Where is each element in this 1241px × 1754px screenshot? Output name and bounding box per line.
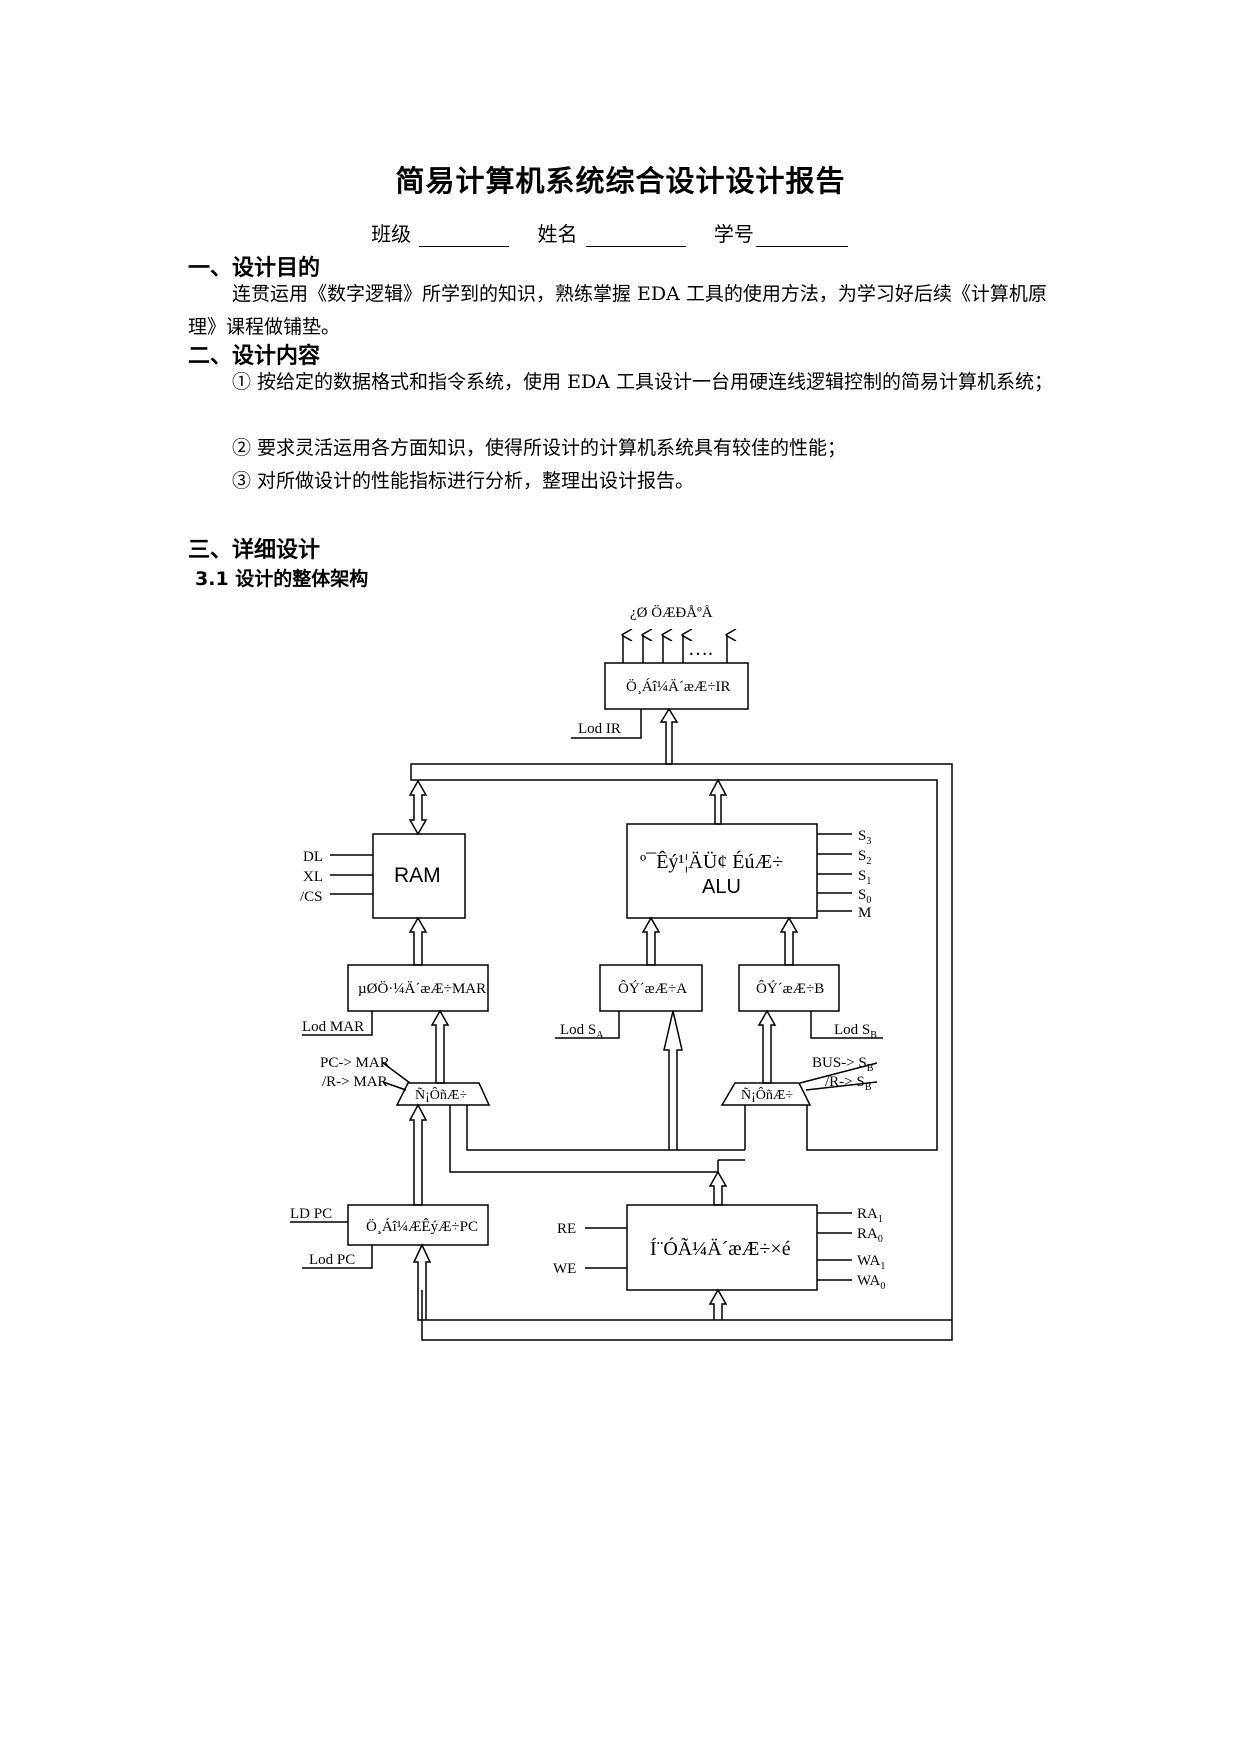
section2-item-1: ① 按给定的数据格式和指令系统，使用 EDA 工具设计一台用硬连线逻辑控制的简易…: [232, 371, 1053, 393]
regfile-label: Í¨ÓÃ¼Ä´æÆ÷×é: [650, 1236, 791, 1260]
control-signal-label: ¿Ø ÖÆÐÅºÅ: [630, 604, 713, 621]
ram-label: RAM: [394, 864, 441, 887]
lod-mar-label: Lod MAR: [302, 1019, 364, 1035]
mux-left-label: Ñ¡ÔñÆ÷: [415, 1086, 467, 1103]
s2-label: S2: [858, 848, 871, 867]
ra1-label: RA1: [857, 1206, 883, 1225]
alu-box: [626, 823, 818, 919]
mux-left-in-pc: PC-> MAR: [320, 1055, 390, 1071]
lod-sa-label: Lod SA: [560, 1022, 604, 1041]
section3-subheading: 3.1 设计的整体架构: [195, 568, 369, 590]
lod-sb-label: Lod SB: [834, 1022, 877, 1041]
ram-in-dl: DL: [303, 849, 323, 865]
section2-heading: 二、设计内容: [188, 344, 321, 369]
wa1-label: WA1: [857, 1253, 885, 1272]
s0-label: S0: [858, 887, 871, 906]
alu-label-2: ALU: [702, 876, 741, 898]
mux-right-in-bus: BUS-> SB: [812, 1055, 874, 1074]
student-info-line: 班级 姓名 学号: [0, 218, 1241, 247]
reg-a-label: ÔÝ´æÆ÷A: [618, 980, 687, 997]
report-title: 简易计算机系统综合设计设计报告: [395, 164, 846, 198]
mux-right-label: Ñ¡ÔñÆ÷: [741, 1086, 793, 1103]
section3-heading: 三、详细设计: [188, 538, 321, 563]
lod-ir-label: Lod IR: [578, 721, 621, 737]
alu-label-1: º¯Êý¹¦ÄÜ¢ ÉúÆ÷: [640, 850, 783, 873]
mux-left-shape: [395, 1082, 491, 1106]
ir-box: [604, 662, 749, 710]
id-blank: [755, 226, 848, 247]
s3-label: S3: [858, 828, 871, 847]
mar-label: µØÖ·¼Ä´æÆ÷MAR: [358, 980, 486, 997]
m-label: M: [858, 905, 871, 921]
mux-right-shape: [720, 1082, 812, 1106]
dots: ….: [688, 638, 713, 660]
section1-text: 连贯运用《数字逻辑》所学到的知识，熟练掌握 EDA 工具的使用方法，为学习好后续…: [188, 283, 1047, 338]
section2-item-3: ③ 对所做设计的性能指标进行分析，整理出设计报告。: [232, 470, 695, 492]
lod-pc-label: Lod PC: [309, 1252, 355, 1268]
wa0-label: WA0: [857, 1273, 885, 1292]
mux-right-in-r: /R-> SB: [825, 1074, 872, 1093]
ram-in-cs: /CS: [300, 889, 323, 905]
s1-label: S1: [858, 868, 871, 887]
mux-left-in-r: /R-> MAR: [322, 1074, 388, 1090]
name-label: 姓名: [537, 222, 578, 246]
we-label: WE: [553, 1261, 576, 1277]
ra0-label: RA0: [857, 1226, 883, 1245]
reg-b-label: ÔÝ´æÆ÷B: [756, 980, 824, 997]
class-blank: [419, 226, 510, 247]
ir-label: Ö¸Áî¼Ä´æÆ÷IR: [626, 678, 730, 695]
ram-in-xl: XL: [303, 869, 323, 885]
ld-pc-label: LD PC: [290, 1206, 332, 1222]
class-label: 班级: [371, 222, 412, 246]
pc-label: Ö¸Áî¼ÆÊýÆ÷PC: [366, 1218, 478, 1235]
ram-box: [372, 833, 466, 919]
section2-item-2: ② 要求灵活运用各方面知识，使得所设计的计算机系统具有较佳的性能；: [232, 437, 847, 459]
section1-heading: 一、设计目的: [188, 256, 321, 281]
id-label: 学号: [713, 222, 754, 246]
re-label: RE: [557, 1221, 576, 1237]
name-blank: [585, 226, 686, 247]
